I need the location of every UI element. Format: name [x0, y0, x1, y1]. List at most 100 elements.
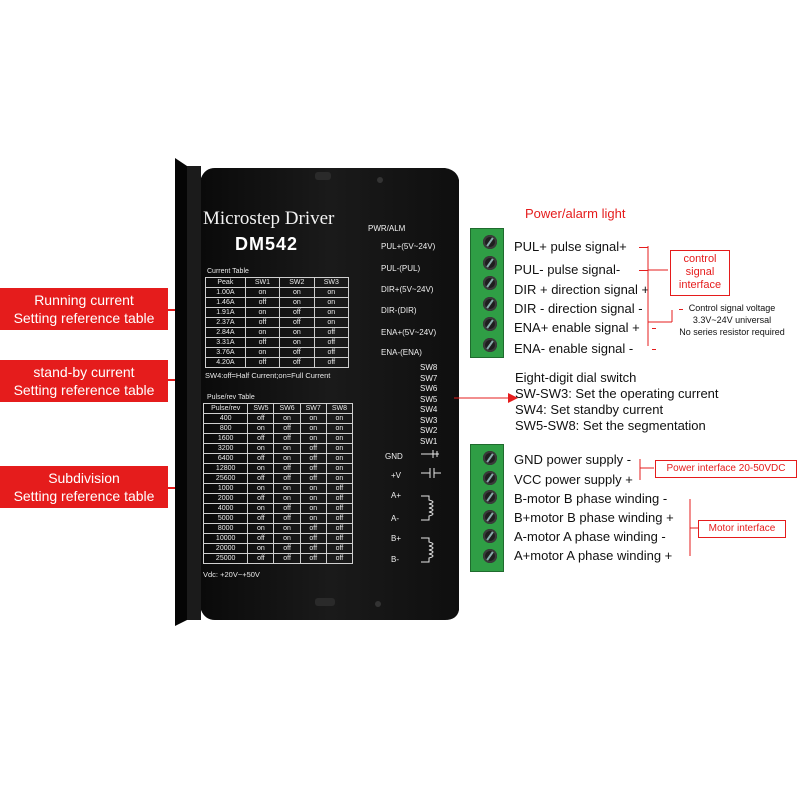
pulse-table-cell: on	[247, 423, 275, 434]
pulse-table-header-cell: SW8	[325, 403, 354, 414]
signal-terminal-label: ENA+(5V~24V)	[381, 328, 437, 337]
pulse-table-cell: on	[247, 523, 275, 534]
motor-annotation: A+motor A phase winding +	[514, 548, 673, 563]
pulse-table-cell: off	[273, 423, 301, 434]
switch-label: SW8	[420, 363, 438, 372]
pulse-table-cell: 400	[202, 413, 249, 424]
power-terminal-label: GND	[385, 452, 403, 461]
current-table-cell: off	[244, 317, 281, 328]
pulse-table-cell: off	[273, 543, 301, 554]
pulse-table-cell: on	[299, 433, 327, 444]
current-table-cell: on	[279, 287, 315, 298]
terminal-screw-icon	[483, 235, 497, 249]
pulse-table-cell: on	[247, 503, 275, 514]
pulse-table-header-cell: SW5	[247, 403, 275, 414]
pulse-table-cell: off	[247, 473, 275, 484]
pulse-table-cell: on	[247, 463, 275, 474]
power-terminal-label: B-	[391, 555, 399, 564]
dial-switch-annotation: Eight-digit dial switch SW-SW3: Set the …	[515, 370, 719, 434]
current-table-cell: off	[313, 347, 350, 358]
pulse-table-cell: 25000	[202, 553, 249, 564]
pulse-table-cell: on	[325, 433, 354, 444]
terminal-screw-icon	[483, 490, 497, 504]
pulse-table-cell: on	[247, 443, 275, 454]
current-table-cell: off	[313, 327, 350, 338]
terminal-screw-icon	[483, 451, 497, 465]
pulse-table-cell: off	[273, 513, 301, 524]
subdivision-line1: Subdivision	[48, 470, 120, 486]
motor-interface-box: Motor interface	[698, 520, 786, 538]
pulse-table-cell: on	[325, 473, 354, 484]
signal-connector-line	[678, 309, 683, 310]
pulse-table-cell: on	[325, 443, 354, 454]
control-voltage-line1: Control signal voltage	[688, 303, 776, 313]
current-table-cell: on	[244, 327, 281, 338]
current-table-cell: off	[313, 337, 350, 348]
switch-label: SW3	[420, 415, 438, 425]
pulse-table-cell: on	[325, 463, 354, 474]
current-table-cell: 3.76A	[205, 347, 246, 358]
pulse-table-cell: 20000	[202, 543, 249, 554]
pulse-table-cell: on	[273, 523, 301, 534]
pulse-table-cell: off	[247, 453, 275, 464]
dial-switch-line3: SW4: Set standby current	[515, 402, 664, 417]
pulse-table-cell: 6400	[202, 453, 249, 464]
subdivision-label: Subdivision Setting reference table	[0, 466, 168, 508]
power-terminal-label: A-	[391, 514, 399, 523]
signal-terminal-label: DIR+(5V~24V)	[381, 285, 434, 294]
current-table-header-cell: Peak	[205, 277, 246, 288]
power-terminal-label: B+	[391, 534, 402, 543]
pulse-table-cell: on	[299, 503, 327, 514]
control-box-line1: control	[683, 253, 717, 265]
current-table-cell: off	[279, 357, 315, 368]
current-table-cell: 1.00A	[205, 287, 246, 298]
switch-label: SW7	[420, 373, 438, 383]
motor-annotation: B-motor B phase winding -	[514, 491, 668, 506]
pulse-table-cell: off	[325, 513, 354, 524]
current-table-cell: on	[313, 297, 350, 308]
pulse-table-cell: off	[325, 493, 354, 504]
device-model: DM542	[235, 234, 299, 254]
current-table-cell: 4.20A	[205, 357, 246, 368]
pulse-table-cell: on	[273, 483, 301, 494]
pulse-table-cell: off	[247, 533, 275, 544]
power-terminal-label: +V	[391, 471, 402, 480]
pulse-table-cell: on	[299, 513, 327, 524]
pulse-table-cell: 25600	[202, 473, 249, 484]
device-title: Microstep Driver	[203, 208, 335, 229]
terminal-screw-icon	[483, 317, 497, 331]
running-current-label: Running current Setting reference table	[0, 288, 168, 330]
current-table-cell: 1.91A	[205, 307, 246, 318]
terminal-screw-icon	[483, 296, 497, 311]
current-table-cell: off	[279, 347, 315, 358]
current-table-cell: 1.46A	[205, 297, 246, 308]
current-table-cell: on	[279, 297, 315, 308]
switch-label: SW6	[420, 384, 438, 393]
standby-current-label: stand-by current Setting reference table	[0, 360, 168, 402]
power-alarm-label: Power/alarm light	[525, 206, 626, 221]
signal-connector-line	[638, 247, 648, 248]
control-box-line2: signal	[685, 266, 715, 278]
pulse-table-caption: Pulse/rev Table	[207, 394, 255, 401]
signal-terminal-label: DIR-(DIR)	[381, 306, 417, 315]
terminal-screw-icon	[483, 548, 497, 563]
current-table-cell: on	[313, 307, 350, 318]
pulse-table-cell: on	[299, 413, 327, 424]
pulse-table-cell: 5000	[202, 513, 249, 524]
switch-label: SW4	[420, 405, 438, 414]
pulse-table-cell: off	[299, 533, 327, 544]
terminal-screw-icon	[483, 529, 497, 543]
motor-annotation: B+motor B phase winding +	[514, 510, 674, 525]
pulse-table-cell: on	[273, 493, 301, 504]
current-table-cell: 2.84A	[205, 327, 246, 338]
